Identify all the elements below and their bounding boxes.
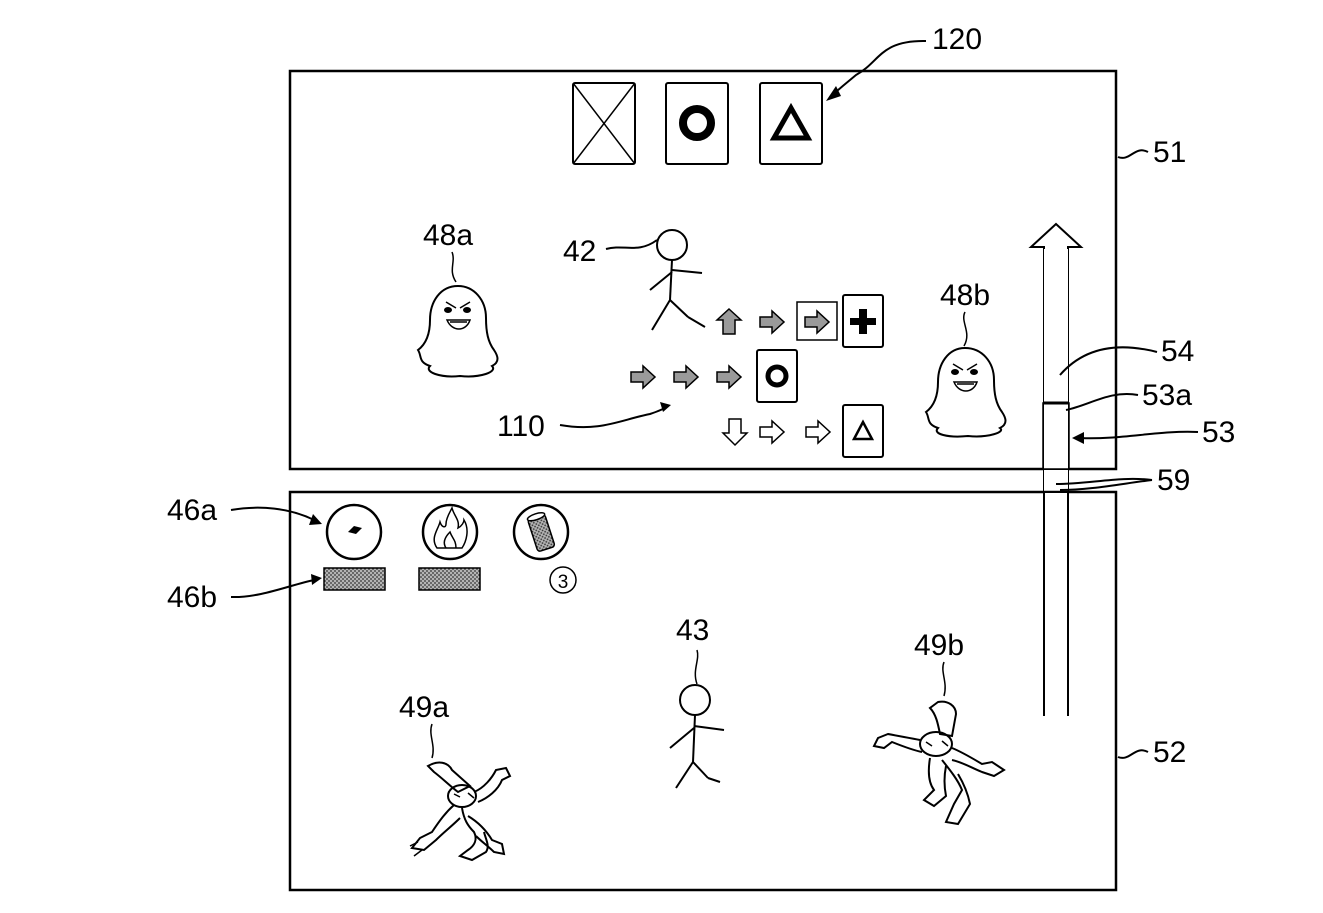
leader-110-head	[660, 402, 671, 412]
ref-52: 52	[1153, 736, 1186, 769]
circle-button-icon-small	[756, 349, 798, 403]
ref-48a: 48a	[423, 219, 473, 252]
ref-46a: 46a	[167, 494, 217, 527]
ref-59: 59	[1157, 464, 1190, 497]
leader-48b	[963, 311, 968, 347]
ref-42: 42	[563, 235, 596, 268]
ref-110: 110	[497, 410, 545, 443]
leader-49a	[430, 723, 434, 759]
gauge-background	[1044, 249, 1068, 469]
ref-49a: 49a	[399, 691, 449, 724]
plus-button-icon	[842, 294, 884, 348]
ref-46b: 46b	[167, 581, 217, 614]
canister-item-icon[interactable]	[512, 503, 570, 561]
imp-enemy-49a	[409, 761, 512, 862]
circle-button-icon	[665, 82, 729, 165]
down-arrow-icon	[721, 418, 749, 447]
command-sequence-up	[715, 294, 884, 348]
item-count: 3	[558, 572, 569, 593]
leader-120-head	[826, 86, 841, 101]
item-charge-bar	[323, 567, 386, 591]
player-character-43	[669, 684, 725, 789]
leader-46a-head	[309, 514, 322, 525]
ref-120: 120	[932, 23, 982, 56]
leader-53-head	[1072, 432, 1084, 444]
ghost-enemy-48a	[416, 284, 499, 378]
ref-53: 53	[1202, 416, 1235, 449]
triangle-button-icon-small	[842, 404, 884, 458]
leader-46b	[230, 579, 315, 599]
ref-48b: 48b	[940, 279, 990, 312]
leader-59-upper	[1055, 477, 1153, 485]
leader-53	[1079, 430, 1199, 440]
lower-screen-frame	[288, 490, 1118, 892]
ref-53a: 53a	[1142, 379, 1192, 412]
up-arrow-icon	[715, 307, 743, 335]
leader-52	[1117, 749, 1149, 759]
ghost-enemy-48b	[924, 346, 1007, 438]
leader-59-lower	[1059, 479, 1153, 491]
fire-item-icon[interactable]	[421, 503, 479, 561]
leader-54	[1059, 346, 1158, 376]
leader-46a	[230, 506, 315, 521]
leader-51	[1117, 149, 1149, 159]
ref-51: 51	[1153, 136, 1186, 169]
leader-110	[559, 406, 667, 429]
scroll-gap-59	[1044, 470, 1068, 492]
ref-49b: 49b	[914, 629, 964, 662]
command-sequence-down	[721, 404, 884, 458]
item-count-badge	[549, 566, 577, 594]
ref-43: 43	[676, 614, 709, 647]
leader-42	[605, 239, 658, 250]
cross-button-icon	[572, 82, 636, 165]
item-charge-bar	[418, 567, 481, 591]
triangle-button-icon	[759, 82, 823, 165]
lightning-item-icon[interactable]	[325, 503, 383, 561]
leader-46b-head	[311, 574, 322, 585]
ref-54: 54	[1161, 335, 1194, 368]
player-character-42	[649, 229, 706, 331]
leader-49b	[942, 661, 946, 697]
leader-53a	[1065, 393, 1139, 411]
imp-enemy-49b	[872, 700, 1006, 826]
command-sequence-middle	[630, 349, 798, 403]
leader-43	[694, 649, 699, 685]
leader-48a	[451, 251, 457, 283]
